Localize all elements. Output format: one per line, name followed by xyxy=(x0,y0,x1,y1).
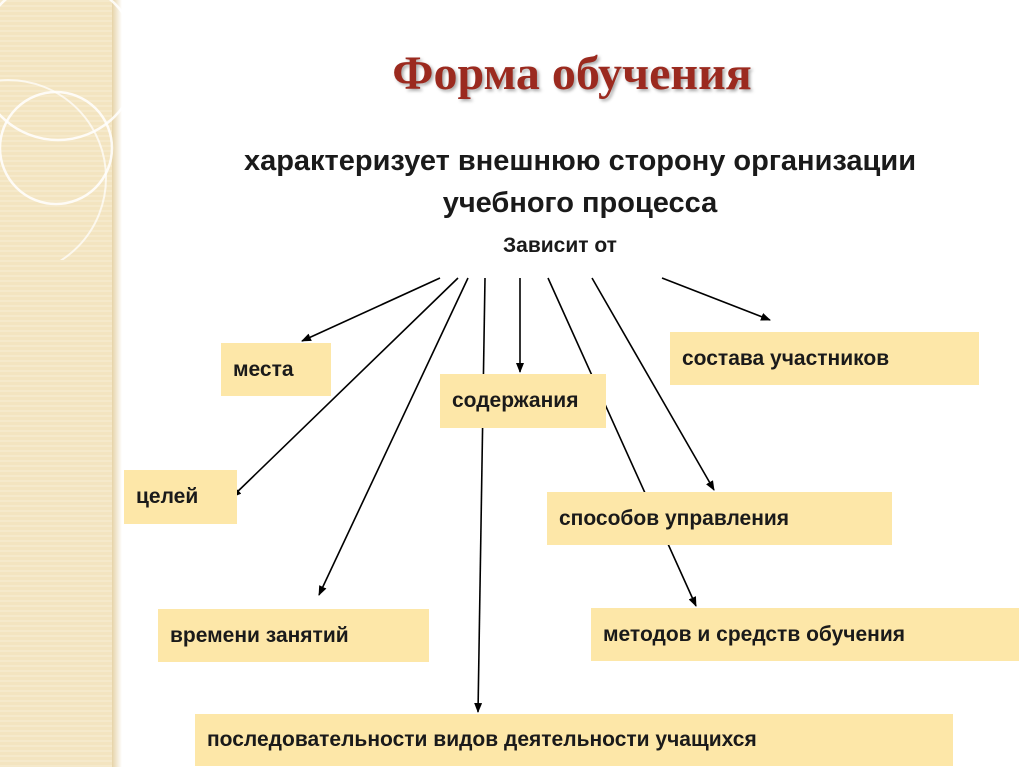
factor-content: содержания xyxy=(440,374,606,428)
factor-participants: состава участников xyxy=(670,332,979,385)
factor-goals: целей xyxy=(124,470,237,524)
arrow-to-sequence xyxy=(474,277,486,713)
factor-time: времени занятий xyxy=(158,609,429,662)
side-strip-edge xyxy=(112,0,122,767)
factor-methods: методов и средств обучения xyxy=(591,608,1019,661)
arrow-to-participants xyxy=(661,277,771,321)
depends-on-label: Зависит от xyxy=(503,234,617,257)
arrow-to-management xyxy=(591,277,715,491)
arrow-to-methods xyxy=(547,277,697,607)
arrow-to-place xyxy=(301,277,441,342)
definition-line-1: характеризует внешнюю сторону организаци… xyxy=(243,145,917,177)
slide-title: Форма обучения xyxy=(392,47,752,100)
arrow-to-goals xyxy=(231,277,459,498)
factor-sequence: последовательности видов деятельности уч… xyxy=(195,714,953,766)
decorative-rings xyxy=(0,0,140,260)
arrow-to-time xyxy=(318,277,469,596)
definition-text: характеризует внешнюю сторону организаци… xyxy=(150,140,1010,224)
factor-place: места xyxy=(221,343,331,396)
definition-line-2: учебного процесса xyxy=(442,187,718,219)
factor-management: способов управления xyxy=(547,492,892,545)
